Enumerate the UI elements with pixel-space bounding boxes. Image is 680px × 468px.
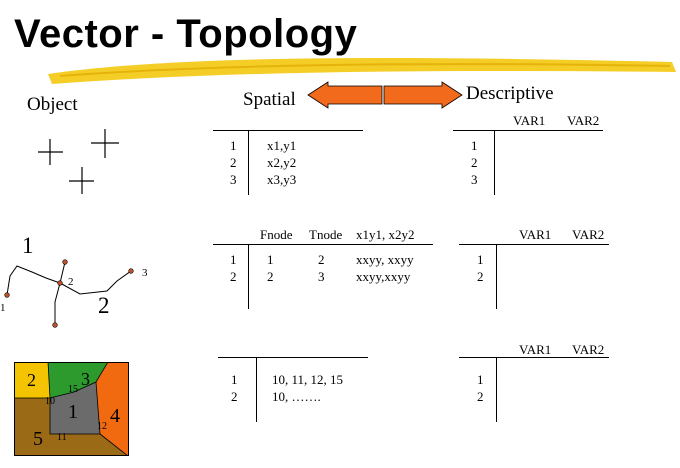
table-cell: 10, 11, 12, 15: [272, 372, 344, 387]
node-label-1: 1: [0, 302, 6, 314]
spatial-label: Spatial: [243, 89, 296, 110]
node-label-2: 2: [68, 276, 74, 288]
title-highlight: [48, 58, 676, 84]
points-diagram: [38, 129, 119, 194]
column-header-fnode: Fnode: [260, 227, 293, 242]
column-header-tnode: Tnode: [309, 227, 343, 242]
table-cell: 3: [318, 269, 325, 284]
table-cell: 1: [477, 252, 484, 267]
polygons-diagram: [14, 362, 129, 456]
object-label: Object: [27, 94, 78, 115]
column-header-var2: VAR2: [567, 113, 600, 128]
column-header-var2: VAR2: [572, 342, 605, 357]
line-arc-label-2: 2: [98, 293, 110, 318]
table-cell: 1: [471, 138, 478, 153]
table-cell: 2: [477, 389, 484, 404]
table-cell: x1,y1: [267, 138, 297, 153]
table-cell: 10, …….: [272, 389, 321, 404]
poly-label-2: 2: [27, 370, 36, 390]
node-label-3: 3: [142, 267, 148, 279]
poly-label-1: 1: [68, 401, 78, 423]
arc-label-15: 15: [68, 384, 78, 395]
column-header-coords: x1y1, x2y2: [356, 227, 415, 242]
column-header-var1: VAR1: [519, 342, 552, 357]
table-cell: xxyy, xxyy: [356, 252, 414, 267]
poly-label-5: 5: [33, 428, 43, 450]
table-cell: 2: [318, 252, 325, 267]
table-cell: 2: [267, 269, 274, 284]
table-cell: xxyy,xxyy: [356, 269, 411, 284]
double-arrow-icon: [307, 81, 463, 109]
arc-label-12: 12: [97, 421, 107, 432]
lines-diagram: [4, 259, 134, 328]
poly-label-4: 4: [110, 405, 120, 427]
table-cell: 2: [230, 155, 237, 170]
table-cell: 1: [230, 138, 237, 153]
table-cell: 3: [471, 172, 478, 187]
column-header-var1: VAR1: [519, 227, 552, 242]
column-header-var1: VAR1: [513, 113, 546, 128]
arc-label-10: 10: [45, 396, 55, 407]
table-cell: 2: [230, 269, 237, 284]
line-arc-label-1: 1: [22, 233, 34, 258]
table-cell: 1: [231, 372, 238, 387]
table-cell: 2: [471, 155, 478, 170]
table-cell: 1: [230, 252, 237, 267]
table-cell: 1: [267, 252, 274, 267]
table-cell: x3,y3: [267, 172, 297, 187]
table-cell: 2: [477, 269, 484, 284]
descriptive-label: Descriptive: [466, 83, 554, 104]
table-cell: 2: [231, 389, 238, 404]
table-cell: 3: [230, 172, 237, 187]
table-cell: 1: [477, 372, 484, 387]
poly-label-3: 3: [81, 369, 90, 389]
column-header-var2: VAR2: [572, 227, 605, 242]
arc-label-11: 11: [57, 432, 67, 443]
page-title: Vector - Topology: [14, 12, 358, 56]
table-cell: x2,y2: [267, 155, 297, 170]
